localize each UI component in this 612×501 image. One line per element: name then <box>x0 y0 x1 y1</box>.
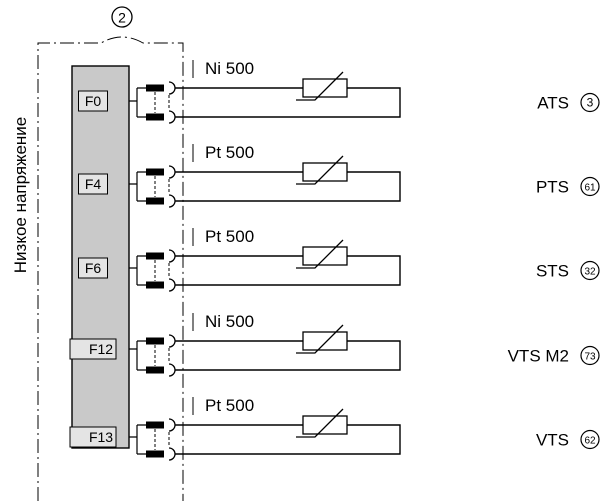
thermistor-slash <box>296 239 344 269</box>
contact-socket <box>168 418 176 432</box>
thermistor-slash <box>296 408 344 438</box>
contact-pin <box>146 281 164 289</box>
channel-name: PTS <box>536 178 569 197</box>
callout-circle <box>580 429 600 450</box>
contact-socket <box>168 334 176 348</box>
contact-pin <box>146 197 164 205</box>
side-label: Низкое напряжение <box>11 117 30 274</box>
channel-callout: 32 <box>584 267 596 278</box>
contact-pin <box>146 421 164 429</box>
thermistor-icon <box>302 415 348 435</box>
callout-circle <box>580 92 600 113</box>
terminal-box <box>78 90 108 112</box>
contact-socket <box>168 447 176 461</box>
channel-name: VTS M2 <box>508 347 569 366</box>
thermistor-icon <box>302 162 348 182</box>
thermistor-icon <box>302 331 348 351</box>
contact-socket <box>168 165 176 179</box>
connector-stub <box>137 340 146 371</box>
terminal-label: F6 <box>85 260 102 276</box>
callout-circle <box>580 260 600 281</box>
connector-stub <box>137 87 146 118</box>
connector-stub <box>137 424 146 455</box>
contact-pin <box>146 450 164 458</box>
sensor-wire <box>175 340 401 371</box>
contact-socket <box>168 363 176 377</box>
connector-stub <box>137 255 146 286</box>
sensor-type-label: Pt 500 <box>205 396 254 415</box>
contact-pin <box>146 252 164 260</box>
connector-stub <box>137 171 146 202</box>
channel-callout: 61 <box>584 183 596 194</box>
contact-pin <box>146 113 164 121</box>
sensor-wire <box>175 87 401 118</box>
connector-bracket <box>129 172 138 201</box>
contact-pin <box>146 366 164 374</box>
thermistor-icon <box>302 246 348 266</box>
terminal-box <box>78 173 108 195</box>
sensor-type-label: Pt 500 <box>205 227 254 246</box>
terminal-box <box>78 257 108 279</box>
connector-bracket <box>129 425 138 454</box>
channel-callout: 3 <box>587 96 594 110</box>
sensor-wire <box>175 424 401 455</box>
channel-callout: 62 <box>584 436 596 447</box>
sensor-type-label: Ni 500 <box>205 59 254 78</box>
terminal-label: F13 <box>89 429 113 445</box>
contact-socket <box>168 278 176 292</box>
connector-bracket <box>129 88 138 117</box>
connector-bracket <box>129 256 138 285</box>
channel-name: VTS <box>536 431 569 450</box>
callout-circle <box>580 176 600 197</box>
terminal-box <box>69 426 117 448</box>
callout-circle <box>580 345 600 366</box>
sensor-type-label: Ni 500 <box>205 312 254 331</box>
contact-socket <box>168 110 176 124</box>
sensor-wire <box>175 171 401 202</box>
contact-socket <box>168 81 176 95</box>
contact-pin <box>146 337 164 345</box>
sensor-type-label: Pt 500 <box>205 143 254 162</box>
terminal-label: F4 <box>85 176 102 192</box>
control-unit <box>71 65 130 449</box>
terminal-label: F12 <box>89 341 113 357</box>
terminal-box <box>69 338 117 360</box>
thermistor-slash <box>296 155 344 185</box>
thermistor-slash <box>296 71 344 101</box>
contact-pin <box>146 168 164 176</box>
callout-circle-top <box>111 6 133 28</box>
boundary-box <box>37 36 184 501</box>
sensor-wire <box>175 255 401 286</box>
channel-name: STS <box>536 262 569 281</box>
contact-socket <box>168 249 176 263</box>
channel-callout: 73 <box>584 352 596 363</box>
channel-name: ATS <box>537 94 569 113</box>
thermistor-icon <box>302 78 348 98</box>
contact-socket <box>168 194 176 208</box>
callout-top: 2 <box>118 10 126 26</box>
contact-pin <box>146 84 164 92</box>
connector-bracket <box>129 341 138 370</box>
thermistor-slash <box>296 324 344 354</box>
terminal-label: F0 <box>85 93 102 109</box>
